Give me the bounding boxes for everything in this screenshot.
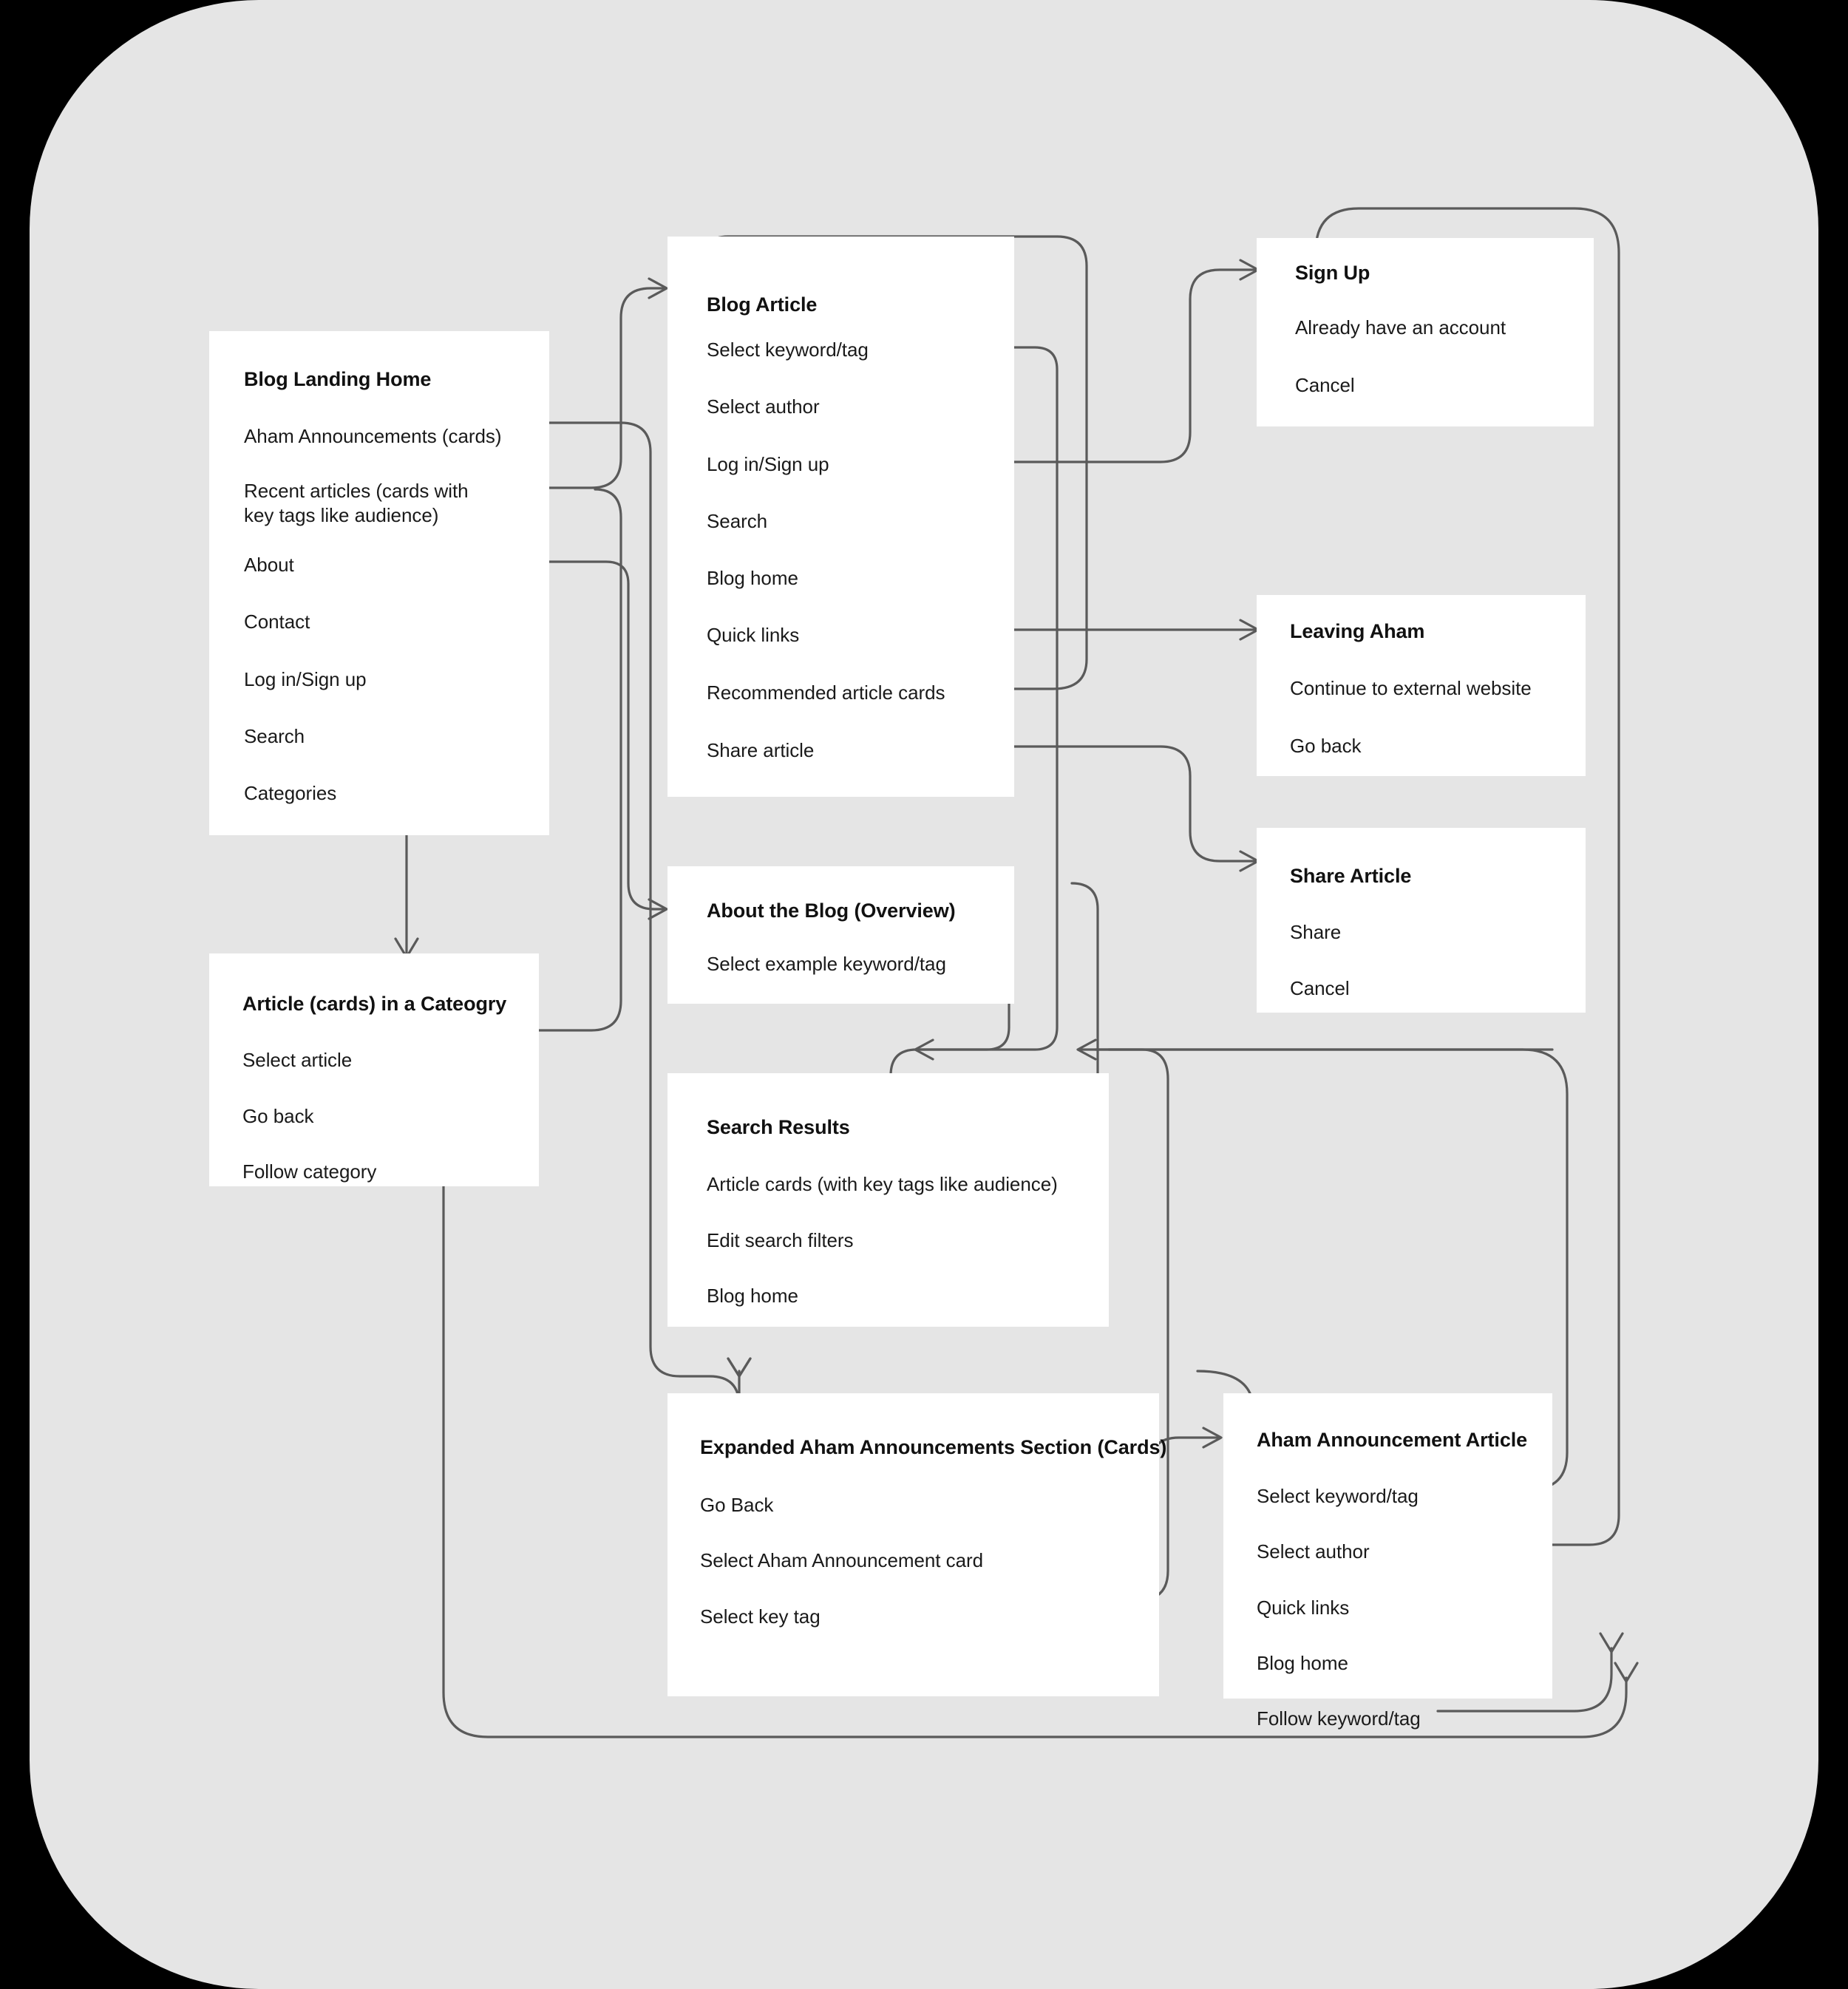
card-title: Blog Article (707, 293, 818, 316)
card-item-share-article[interactable]: Share article (707, 739, 815, 761)
card-title: About the Blog (Overview) (707, 900, 956, 922)
card-item-about[interactable]: About (244, 554, 294, 576)
card-share-article[interactable]: Share Article Share Cancel (1257, 828, 1586, 1013)
card-item-go-back[interactable]: Go back (242, 1105, 314, 1127)
arrowhead-follow-keyword (1599, 1632, 1624, 1653)
card-title: Leaving Aham (1290, 620, 1425, 642)
card-item-blog-home[interactable]: Blog home (707, 1285, 798, 1307)
card-item-go-back[interactable]: Go Back (700, 1494, 774, 1516)
card-blog-article[interactable]: Blog Article Select keyword/tag Select a… (667, 237, 1014, 797)
card-item-categories[interactable]: Categories (244, 782, 337, 804)
card-title: Share Article (1290, 865, 1412, 887)
card-search-results[interactable]: Search Results Article cards (with key t… (667, 1073, 1109, 1327)
arrowhead-leaving-aham (1239, 619, 1260, 641)
card-blog-landing-home[interactable]: Blog Landing Home Aham Announcements (ca… (209, 331, 549, 835)
card-item-select-keyword[interactable]: Select keyword/tag (1257, 1485, 1419, 1507)
card-item-quick-links[interactable]: Quick links (1257, 1597, 1350, 1619)
card-about-the-blog[interactable]: About the Blog (Overview) Select example… (667, 866, 1014, 1004)
card-item-share[interactable]: Share (1290, 921, 1342, 943)
card-item-continue-external[interactable]: Continue to external website (1290, 677, 1532, 699)
card-item-select-author[interactable]: Select author (707, 395, 820, 418)
arrowhead-search-left-1 (914, 1038, 934, 1061)
arrowhead-search-left-2 (1076, 1038, 1097, 1061)
card-item-edit-search-filters[interactable]: Edit search filters (707, 1229, 854, 1251)
card-item-search[interactable]: Search (244, 725, 305, 747)
card-title: Blog Landing Home (244, 368, 432, 390)
card-leaving-aham[interactable]: Leaving Aham Continue to external websit… (1257, 595, 1586, 776)
card-title: Aham Announcement Article (1257, 1429, 1528, 1451)
card-item-go-back[interactable]: Go back (1290, 735, 1362, 757)
card-title: Sign Up (1295, 262, 1370, 284)
card-item-follow-category[interactable]: Follow category (242, 1160, 377, 1183)
card-item-cancel[interactable]: Cancel (1290, 977, 1350, 999)
card-item-quick-links[interactable]: Quick links (707, 624, 800, 646)
arrowhead-share-article (1239, 850, 1260, 872)
card-article-cards-in-category[interactable]: Article (cards) in a Cateogry Select art… (209, 953, 539, 1186)
card-item-select-article[interactable]: Select article (242, 1049, 353, 1071)
card-item-follow-keyword[interactable]: Follow keyword/tag (1257, 1707, 1421, 1730)
card-title: Search Results (707, 1116, 850, 1138)
card-expanded-aham-announcements[interactable]: Expanded Aham Announcements Section (Car… (667, 1393, 1166, 1696)
card-item-select-keyword[interactable]: Select keyword/tag (707, 339, 869, 361)
card-item-recent-articles[interactable]: Recent articles (cards with key tags lik… (244, 480, 469, 526)
card-item-announcements[interactable]: Aham Announcements (cards) (244, 425, 502, 447)
card-item-search[interactable]: Search (707, 510, 768, 532)
arrowhead-blog-article-left (648, 277, 668, 299)
card-item-blog-home[interactable]: Blog home (707, 567, 798, 589)
card-item-contact[interactable]: Contact (244, 611, 310, 633)
card-item-select-author[interactable]: Select author (1257, 1540, 1370, 1563)
arrowhead-signup (1239, 259, 1260, 281)
card-title: Expanded Aham Announcements Section (Car… (700, 1436, 1167, 1458)
card-aham-announcement-article[interactable]: Aham Announcement Article Select keyword… (1223, 1393, 1552, 1730)
arrowhead-aham-article-left (1202, 1427, 1223, 1449)
card-item-already-have-account[interactable]: Already have an account (1295, 316, 1506, 339)
card-item-recommended-cards[interactable]: Recommended article cards (707, 681, 945, 704)
card-item-blog-home[interactable]: Blog home (1257, 1652, 1348, 1674)
card-title: Article (cards) in a Cateogry (242, 993, 507, 1015)
arrowhead-expanded-aham (727, 1357, 752, 1378)
diagram-stage: Blog Landing Home Aham Announcements (ca… (30, 0, 1818, 1989)
arrowhead-follow-category-end (1614, 1662, 1639, 1683)
card-sign-up[interactable]: Sign Up Already have an account Cancel (1257, 238, 1594, 426)
card-item-select-example-keyword[interactable]: Select example keyword/tag (707, 953, 946, 975)
card-item-select-announcement-card[interactable]: Select Aham Announcement card (700, 1549, 984, 1571)
card-item-login-signup[interactable]: Log in/Sign up (244, 668, 367, 690)
card-item-select-key-tag[interactable]: Select key tag (700, 1605, 821, 1628)
card-item-login-signup[interactable]: Log in/Sign up (707, 453, 829, 475)
card-item-article-cards[interactable]: Article cards (with key tags like audien… (707, 1173, 1058, 1195)
arrowhead-about-blog (648, 898, 668, 920)
arrowhead-expanded-top (727, 1357, 752, 1378)
diagram-canvas: Blog Landing Home Aham Announcements (ca… (30, 0, 1818, 1989)
card-item-cancel[interactable]: Cancel (1295, 374, 1355, 396)
